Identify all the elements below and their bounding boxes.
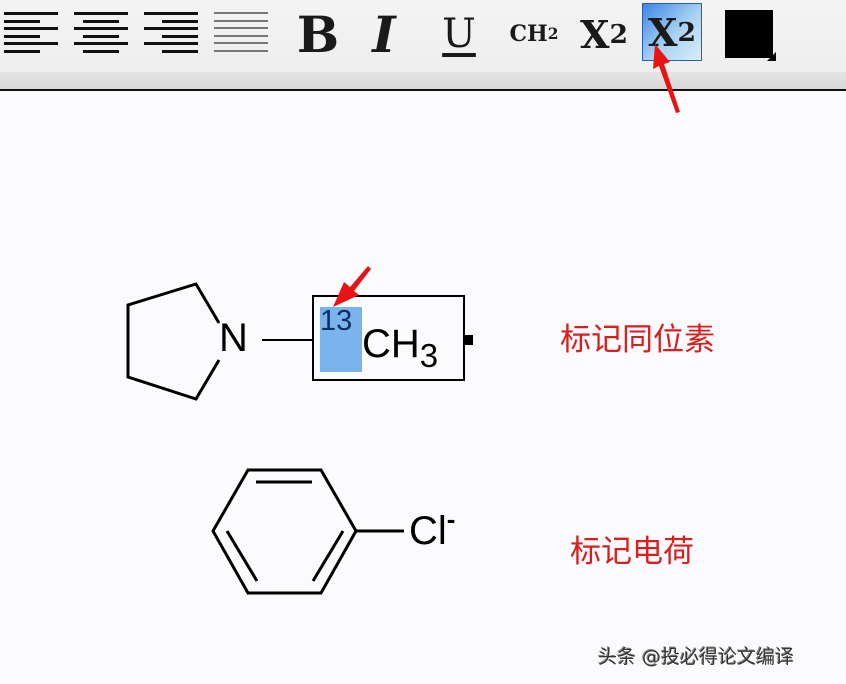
molecule-bonds xyxy=(126,282,473,595)
drawing-canvas[interactable]: N 13 CH3 Cl- 标记同位素 标记电荷 xyxy=(0,91,846,684)
selection-handle xyxy=(464,335,473,345)
isotope-annotation: 标记同位素 xyxy=(560,322,715,358)
superscript-sup: 2 xyxy=(677,16,696,48)
align-center-icon[interactable] xyxy=(74,12,128,54)
methyl-subscript: 3 xyxy=(419,337,439,374)
toolbar-divider xyxy=(0,89,846,91)
toolbar-bottom-strip xyxy=(0,72,846,89)
methyl-group[interactable]: CH3 xyxy=(362,322,438,374)
isotope-selection-highlight xyxy=(320,307,362,372)
isotope-number[interactable]: 13 xyxy=(320,305,353,337)
formula-sub: 2 xyxy=(547,25,559,43)
dropdown-corner-icon xyxy=(767,52,776,61)
nitrogen-atom[interactable]: N xyxy=(219,316,248,360)
italic-button[interactable]: I xyxy=(372,4,396,64)
charge-annotation: 标记电荷 xyxy=(570,534,694,570)
justify-icon[interactable] xyxy=(214,12,268,54)
underline-button[interactable]: U xyxy=(442,11,476,57)
pyrrolidine-ring-icon xyxy=(126,282,221,401)
text-color-button[interactable] xyxy=(725,10,776,61)
benzene-ring-icon xyxy=(211,468,358,595)
charge-superscript: - xyxy=(446,504,456,534)
methyl-label: CH xyxy=(362,322,420,366)
superscript-label: X xyxy=(648,9,678,55)
chlorine-label: Cl xyxy=(409,509,447,553)
bold-button[interactable]: B xyxy=(296,4,340,64)
align-left-icon[interactable] xyxy=(4,12,58,54)
align-right-icon[interactable] xyxy=(144,12,198,54)
watermark: 头条 @投必得论文编译 xyxy=(598,646,795,668)
subscript-label: X xyxy=(580,11,610,57)
subscript-sub: 2 xyxy=(609,18,628,50)
formula-label: CH xyxy=(509,21,548,47)
chlorine-atom[interactable]: Cl- xyxy=(409,504,455,554)
